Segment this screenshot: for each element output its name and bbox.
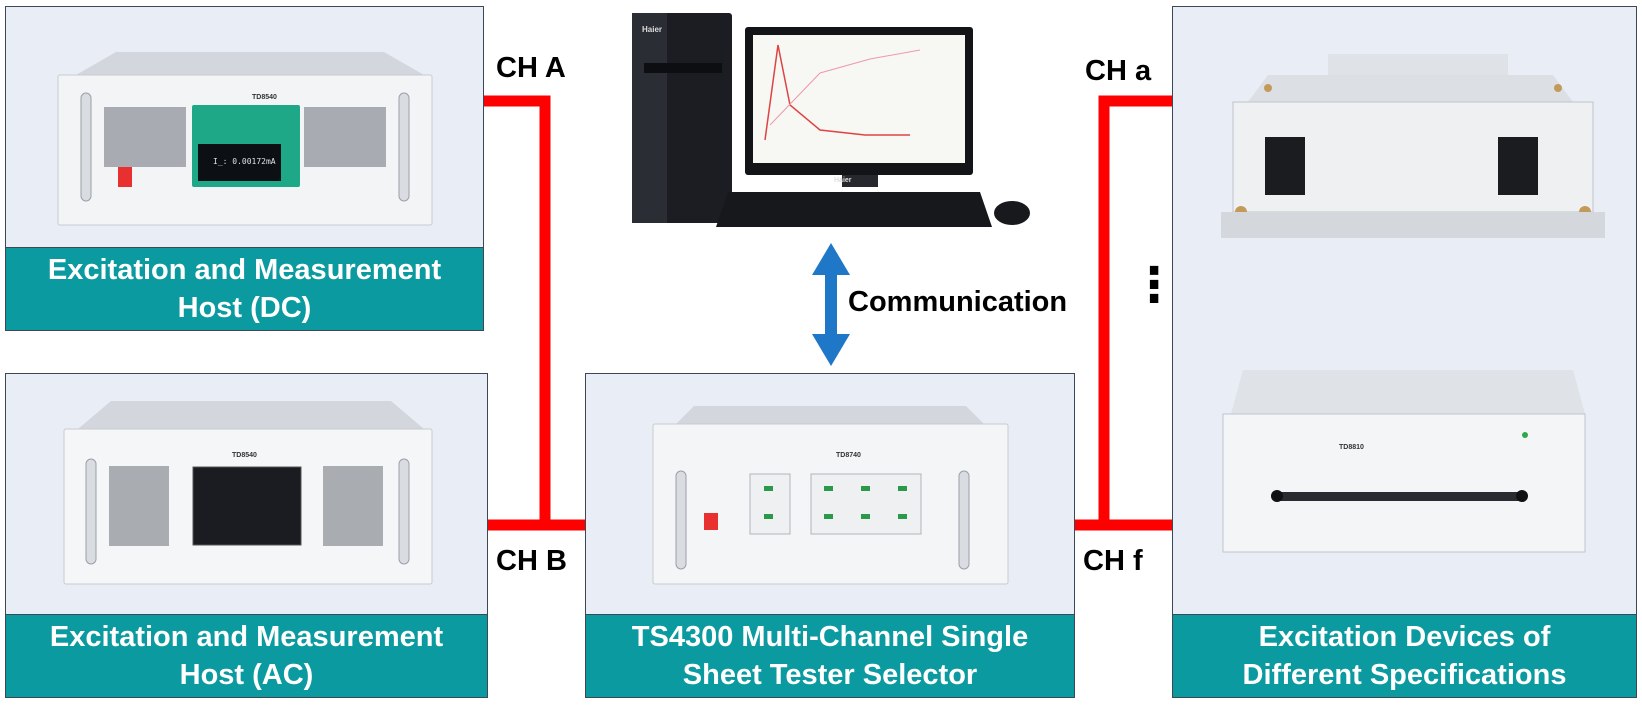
excitation-model-text: TD8810 xyxy=(1339,444,1364,451)
excitation-box: TD8810 Excitation Devices of Different S… xyxy=(1172,6,1637,698)
ac-host-device-image xyxy=(63,401,433,585)
communication-label: Communication xyxy=(848,286,1068,318)
excitation-caption: Excitation Devices of Different Specific… xyxy=(1173,614,1636,697)
monitor-brand-text: Haier xyxy=(834,177,852,184)
ch-a-label: CH A xyxy=(496,52,566,84)
dc-host-device-image xyxy=(57,52,433,226)
selector-caption-line1: TS4300 Multi-Channel Single xyxy=(631,621,1029,653)
selector-caption: TS4300 Multi-Channel Single Sheet Tester… xyxy=(586,614,1074,697)
ch-f-label: CH f xyxy=(1083,545,1143,577)
dc-model-text: TD8540 xyxy=(252,94,277,101)
communication-arrow xyxy=(812,243,850,366)
selector-device-image xyxy=(652,406,1009,585)
wire-excitation-a xyxy=(1075,95,1172,531)
ellipsis-dots: ⋮ xyxy=(1130,259,1178,312)
excitation-caption-line2: Different Specifications xyxy=(1242,659,1567,691)
excitation-caption-line1: Excitation Devices of xyxy=(1258,621,1551,653)
dc-host-box: TD8540 I_: 0.00172mA Excitation and Meas… xyxy=(5,6,484,331)
ac-host-box: TD8540 Excitation and Measurement Host (… xyxy=(5,373,488,698)
dc-host-caption-line2: Host (DC) xyxy=(177,292,312,324)
ac-host-caption-line2: Host (AC) xyxy=(179,659,314,691)
selector-model-text: TD8740 xyxy=(836,452,861,459)
selector-box: TD8740 TS4300 Multi-Channel Single Sheet… xyxy=(585,373,1075,698)
computer-image xyxy=(632,13,1030,227)
tower-brand-text: Haier xyxy=(642,25,663,34)
excitation-device-bottom-image xyxy=(1222,370,1586,553)
excitation-device-top-image xyxy=(1221,54,1605,238)
selector-caption-line2: Sheet Tester Selector xyxy=(682,659,978,691)
ac-host-caption-line1: Excitation and Measurement xyxy=(49,621,444,653)
dc-host-caption-line1: Excitation and Measurement xyxy=(47,254,442,286)
ac-model-text: TD8540 xyxy=(232,452,257,459)
wire-dc-host xyxy=(484,95,551,525)
ch-a-lower-label: CH a xyxy=(1085,55,1152,87)
dc-readout-text: I_: 0.00172mA xyxy=(213,157,276,166)
ch-b-label: CH B xyxy=(496,545,567,577)
dc-host-caption: Excitation and Measurement Host (DC) xyxy=(6,247,483,330)
ac-host-caption: Excitation and Measurement Host (AC) xyxy=(6,614,487,697)
